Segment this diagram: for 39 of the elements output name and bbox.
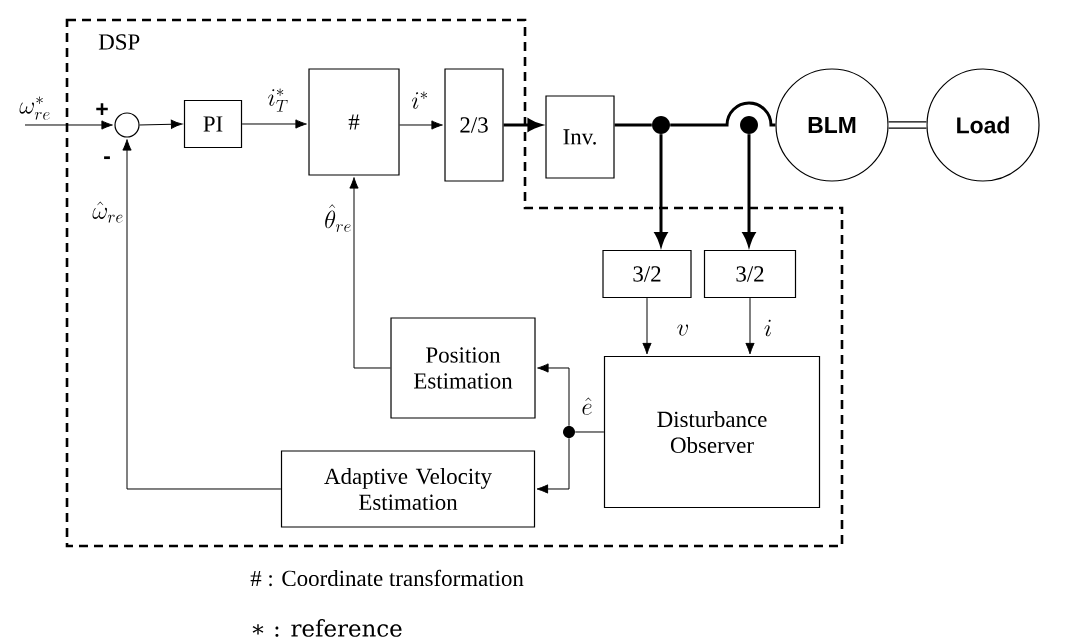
signal-label: $\omega^{*}_{re}$: [19, 96, 50, 120]
block-box: 3/2: [703, 249, 797, 299]
block-box: Inv.: [545, 95, 615, 179]
note-text: # : Coordinate transformation: [250, 569, 524, 587]
signal-label: $i^{*}_{T}$: [268, 88, 288, 112]
signal-arrow: [536, 437, 570, 494]
signal-arrow: [139, 119, 183, 129]
signal-label: $i^{*}$: [412, 91, 428, 109]
signal-label: $\hat{\theta}_{re}$: [325, 204, 351, 232]
signal-line: [574, 431, 605, 433]
junction-dot: [652, 116, 670, 134]
block-box: Position Estimation: [390, 317, 536, 419]
signal-label: $\hat{\omega}_{re}$: [92, 201, 123, 223]
block-box: 2/3: [444, 68, 504, 182]
sign-label: -: [104, 156, 110, 160]
note-text: ∗ : reference: [252, 619, 402, 637]
sign-label: +: [96, 103, 108, 115]
signal-arrow: [122, 139, 282, 490]
signal-arrow: [241, 119, 307, 129]
block-box: Adaptive Velocity Estimation: [280, 450, 536, 528]
signal-arrow: [745, 297, 755, 355]
shaft-coupling: [888, 121, 927, 129]
signal-arrow: [642, 297, 652, 355]
summing-junction: [114, 112, 140, 138]
signal-label: $\hat{e}$: [582, 397, 592, 415]
signal-line: [614, 123, 652, 127]
signal-arrow: [503, 118, 542, 132]
block-box: 3/2: [602, 249, 692, 299]
signal-label: $v$: [677, 324, 688, 336]
signal-arrow: [24, 120, 113, 130]
signal-arrow: [349, 177, 391, 369]
block-box: Disturbance Observer: [603, 355, 821, 509]
signal-arrow: [537, 363, 570, 427]
junction-dot: [740, 116, 758, 134]
signal-line: [670, 101, 776, 127]
signal-label: $i$: [764, 319, 771, 337]
signal-arrow: [399, 120, 443, 130]
block-box: PI: [183, 99, 243, 149]
block-box: #: [308, 68, 400, 176]
